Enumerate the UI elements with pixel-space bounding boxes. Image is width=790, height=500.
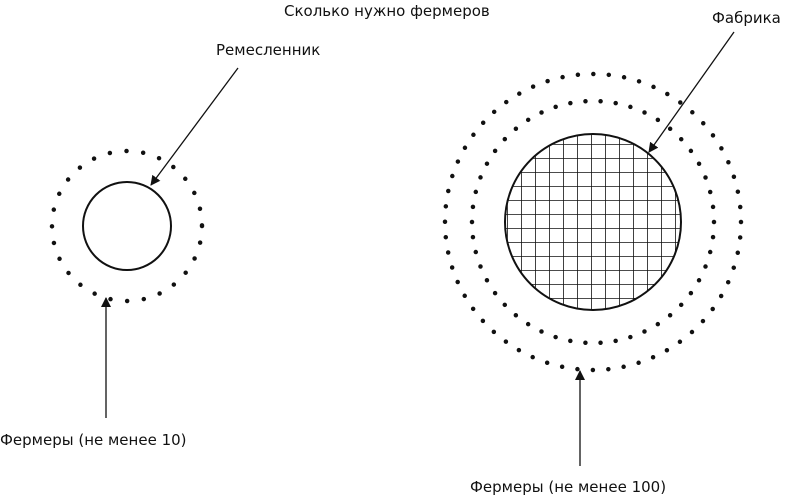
- factory-circle: [504, 133, 682, 311]
- diagram-title: Сколько нужно фермеров: [284, 2, 490, 20]
- farmers-large-label: Фермеры (не менее 100): [470, 478, 667, 496]
- farmers-small-label: Фермеры (не менее 10): [0, 431, 187, 449]
- factory-label: Фабрика: [712, 9, 781, 27]
- factory-grid-pattern: [505, 134, 681, 310]
- factory-arrow: [648, 31, 735, 153]
- factory-group: [442, 31, 744, 466]
- farmers-ring-outer: [442, 71, 744, 373]
- farmers-ring-small: [49, 148, 205, 304]
- craftsman-label: Ремесленник: [216, 41, 321, 59]
- craftsman-group: [49, 67, 239, 418]
- craftsman-arrow: [150, 67, 239, 186]
- craftsman-circle: [82, 181, 172, 271]
- farmers-ring-inner: [469, 98, 717, 346]
